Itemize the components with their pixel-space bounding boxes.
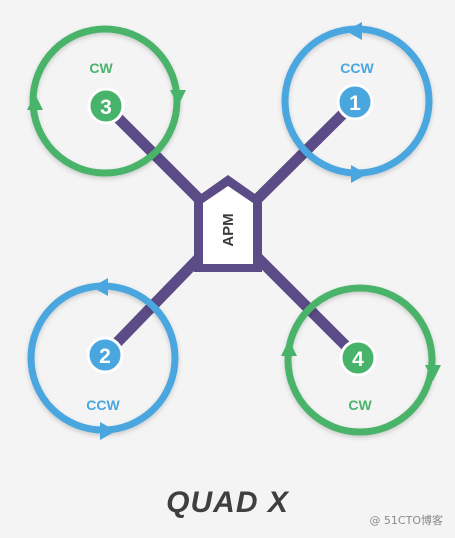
motor-hub	[339, 339, 377, 377]
motor-4: 4 CW	[339, 339, 377, 413]
motor-number: 1	[349, 92, 361, 115]
motor-number: 3	[100, 96, 112, 119]
arrow-ccw-icon	[351, 165, 367, 183]
rotation-label: CW	[89, 60, 113, 76]
motor-number: 2	[99, 345, 111, 368]
arrow-cw-icon	[281, 340, 297, 356]
controller-label: APM	[220, 213, 237, 246]
motor-hub	[87, 87, 125, 125]
motor-number: 4	[352, 348, 364, 371]
arrow-ccw-icon	[346, 22, 362, 40]
rotation-label: CW	[348, 397, 372, 413]
motor-2: 2 CCW	[86, 336, 124, 413]
arrow-ccw-icon	[100, 422, 116, 440]
motor-1: 1 CCW	[336, 60, 375, 121]
rotation-label: CCW	[340, 60, 374, 76]
motor-hub	[86, 336, 124, 374]
watermark-text: @ 51CTO博客	[369, 514, 443, 527]
arrow-ccw-icon	[92, 278, 108, 296]
flight-controller: APM	[194, 175, 262, 272]
motor-hub	[336, 83, 374, 121]
diagram-title: QUAD X	[166, 486, 289, 519]
arrow-cw-icon	[27, 94, 43, 110]
rotation-label: CCW	[86, 397, 120, 413]
ring-motor-4	[284, 284, 436, 436]
rotation-arrows	[27, 22, 441, 440]
controller-board	[203, 186, 253, 264]
motor-3: 3 CW	[87, 60, 125, 125]
arrow-cw-icon	[170, 90, 186, 106]
arrow-cw-icon	[425, 365, 441, 381]
